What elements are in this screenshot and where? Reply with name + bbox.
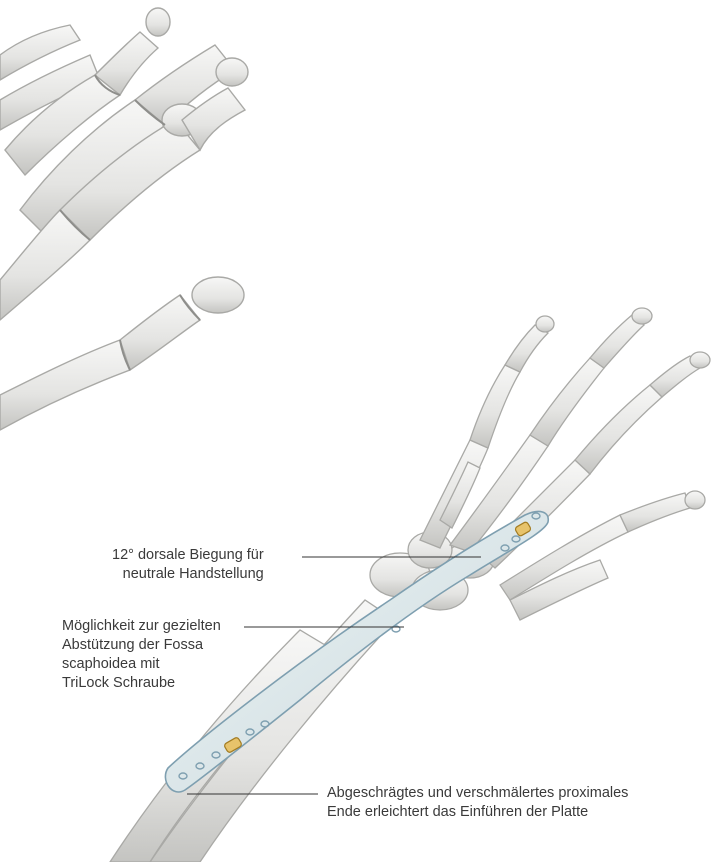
annotation-fossa-line3: scaphoidea mit (62, 655, 221, 674)
annotation-bend: 12° dorsale Biegung für neutrale Handste… (112, 546, 264, 584)
annotation-proximal-line2: Ende erleichtert das Einführen der Platt… (327, 803, 628, 822)
annotation-fossa: Möglichkeit zur gezielten Abstützung der… (62, 617, 221, 693)
annotation-proximal-line1: Abgeschrägtes und verschmälertes proxima… (327, 784, 628, 803)
annotation-bend-line1: 12° dorsale Biegung für (112, 546, 264, 565)
annotation-proximal: Abgeschrägtes und verschmälertes proxima… (327, 784, 628, 822)
annotation-fossa-line1: Möglichkeit zur gezielten (62, 617, 221, 636)
closeup-fingers (0, 8, 248, 430)
annotation-fossa-line2: Abstützung der Fossa (62, 636, 221, 655)
annotation-fossa-line4: TriLock Schraube (62, 674, 221, 693)
annotation-bend-line2: neutrale Handstellung (112, 565, 264, 584)
